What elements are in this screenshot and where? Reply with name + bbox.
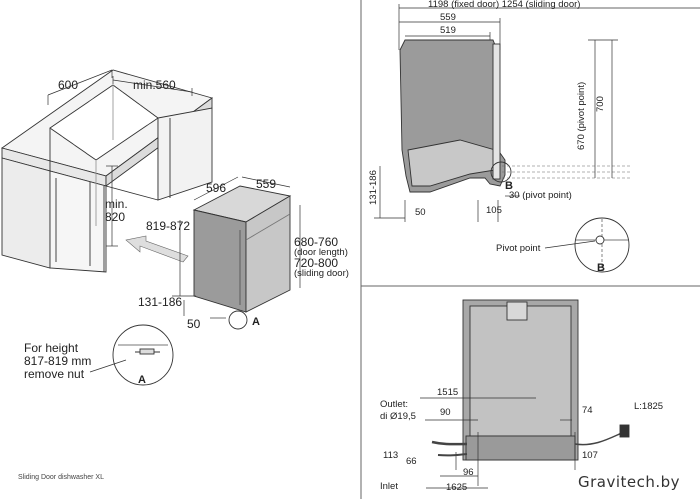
detail-marker-a: A <box>252 316 260 328</box>
dishwasher-height-label: 819-872 <box>146 219 191 233</box>
marker-b: B <box>505 180 513 192</box>
outlet-hose-length-label: 1515 <box>437 387 459 398</box>
note-line-3: remove nut <box>24 367 85 381</box>
front-107-label: 107 <box>582 450 598 461</box>
cabinet-depth-label: 600 <box>58 78 79 92</box>
depth-519-label: 519 <box>440 25 456 36</box>
door-length-value: 680-760 <box>294 235 339 249</box>
dishwasher-dimension-lines <box>172 176 301 319</box>
cabinet-dimension-lines <box>47 69 193 247</box>
side-view <box>374 4 700 222</box>
detail-b-marker: B <box>597 262 605 274</box>
watermark: Gravitech.by <box>578 473 681 491</box>
pivot-offset-label: 30 (pivot point) <box>509 190 572 201</box>
front-view <box>420 299 630 489</box>
product-caption: Sliding Door dishwasher XL <box>18 474 104 481</box>
height-700-label: 700 <box>595 96 606 112</box>
right-74-label: 74 <box>582 405 593 416</box>
cable-length-label: L:1825 <box>634 401 664 412</box>
side-50-label: 50 <box>415 207 426 218</box>
sliding-door-note: (sliding door) <box>294 268 349 279</box>
insert-arrow <box>125 235 189 263</box>
plinth-height-label: 131-186 <box>138 295 183 309</box>
door-length-note: (door length) <box>294 247 348 258</box>
note-marker-a: A <box>138 374 146 386</box>
kitchen-cabinet <box>0 69 214 273</box>
cabinet-height-label: min. 820 <box>105 197 128 225</box>
detail-a-circle <box>89 324 174 386</box>
inlet-hose-length-label: 1625 <box>446 482 468 493</box>
toe-kick-label: 50 <box>187 317 201 331</box>
front-96-label: 96 <box>463 467 474 478</box>
note-line-1: For height <box>24 341 79 355</box>
depth-559-label: 559 <box>440 12 456 23</box>
pivot-height-label: 670 (pivot point) <box>576 81 587 150</box>
side-105-label: 105 <box>486 205 502 216</box>
side-plinth-label: 131-186 <box>368 170 379 205</box>
dishwasher-width-label: 596 <box>206 181 227 195</box>
front-113-label: 113 <box>383 450 399 461</box>
front-66-label: 66 <box>406 456 417 467</box>
total-depth-label: 1198 (fixed door) 1254 (sliding door) <box>428 0 581 10</box>
sliding-door-value: 720-800 <box>294 256 339 270</box>
cabinet-width-label: min.560 <box>133 78 176 92</box>
pivot-detail-b <box>544 217 630 273</box>
inlet-label: Inlet <box>380 481 398 492</box>
note-line-2: 817-819 mm <box>24 354 92 368</box>
dishwasher-unit <box>192 185 292 330</box>
dishwasher-depth-label: 559 <box>256 177 277 191</box>
outlet-diameter-label: di Ø19,5 <box>380 411 416 422</box>
pivot-point-label: Pivot point <box>496 243 541 254</box>
outlet-label: Outlet: <box>380 399 408 410</box>
outlet-90-label: 90 <box>440 407 451 418</box>
